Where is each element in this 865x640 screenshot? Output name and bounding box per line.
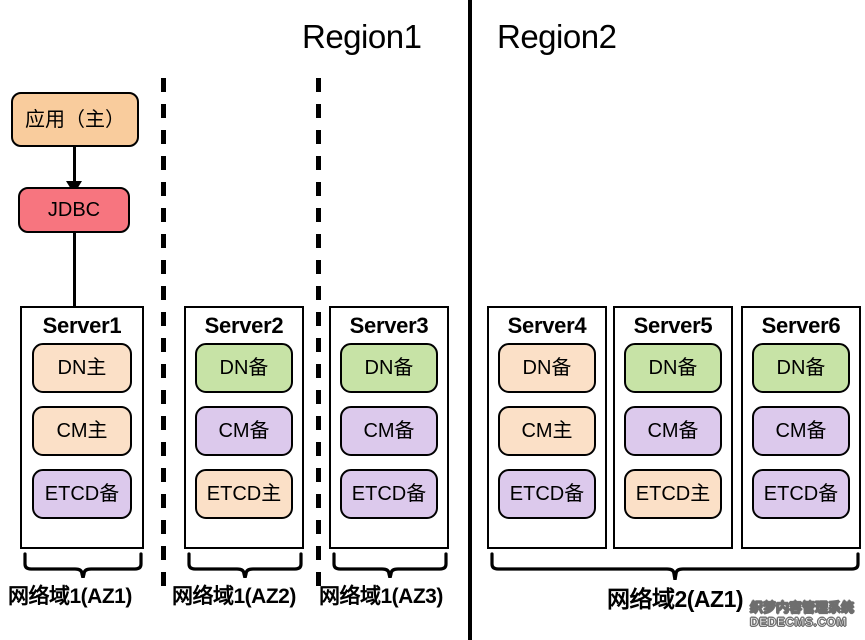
app-node[interactable]: 应用（主）	[11, 92, 139, 147]
component-list: DN备 CM备 ETCD备	[331, 343, 447, 519]
domain-label-az2: 网络域1(AZ2)	[172, 585, 296, 608]
component-cm[interactable]: CM主	[32, 406, 132, 456]
component-etcd[interactable]: ETCD主	[624, 469, 722, 519]
brace-az1	[22, 552, 144, 578]
domain-label-az1: 网络域1(AZ1)	[8, 585, 132, 608]
server-title: Server3	[349, 313, 429, 338]
component-list: DN备 CM备 ETCD主	[186, 343, 302, 519]
component-list: DN备 CM备 ETCD备	[743, 343, 859, 519]
region-title-region1: Region1	[302, 18, 422, 55]
jdbc-to-server1-arrow-line	[73, 233, 76, 341]
component-label: CM主	[56, 420, 108, 442]
region-divider	[468, 0, 472, 640]
component-cm[interactable]: CM主	[498, 406, 596, 456]
server-card-server3[interactable]: Server3 DN备 CM备 ETCD备	[329, 306, 449, 549]
app-node-label: 应用（主）	[25, 108, 125, 131]
component-cm[interactable]: CM备	[624, 406, 722, 456]
component-label: DN备	[648, 357, 698, 379]
component-label: ETCD备	[44, 483, 120, 505]
component-etcd[interactable]: ETCD备	[498, 469, 596, 519]
server-card-server2[interactable]: Server2 DN备 CM备 ETCD主	[184, 306, 304, 549]
component-etcd[interactable]: ETCD备	[340, 469, 438, 519]
server-title: Server6	[761, 313, 841, 338]
brace-region2-az1	[489, 552, 861, 580]
component-label: DN备	[364, 357, 414, 379]
component-label: CM主	[521, 420, 573, 442]
component-label: DN备	[776, 357, 826, 379]
server-title: Server1	[42, 313, 122, 338]
component-dn[interactable]: DN备	[624, 343, 722, 393]
brace-az2	[186, 552, 304, 578]
region-title-region2: Region2	[497, 18, 617, 55]
watermark: 织梦内容管理系统 DEDECMS.COM	[750, 600, 862, 630]
server-card-server5[interactable]: Server5 DN备 CM备 ETCD主	[613, 306, 733, 549]
server-title: Server5	[633, 313, 713, 338]
component-label: DN备	[522, 357, 572, 379]
component-etcd[interactable]: ETCD主	[195, 469, 293, 519]
server-card-server4[interactable]: Server4 DN备 CM主 ETCD备	[487, 306, 607, 549]
component-label: DN备	[219, 357, 269, 379]
component-etcd[interactable]: ETCD备	[752, 469, 850, 519]
component-dn[interactable]: DN备	[498, 343, 596, 393]
brace-az3	[331, 552, 449, 578]
component-list: DN备 CM备 ETCD主	[615, 343, 731, 519]
component-label: CM备	[647, 420, 699, 442]
server-card-server6[interactable]: Server6 DN备 CM备 ETCD备	[741, 306, 861, 549]
component-label: CM备	[775, 420, 827, 442]
component-list: DN备 CM主 ETCD备	[489, 343, 605, 519]
server-title: Server2	[204, 313, 284, 338]
jdbc-node[interactable]: JDBC	[18, 187, 130, 233]
component-label: ETCD主	[635, 483, 711, 505]
component-label: ETCD备	[351, 483, 427, 505]
server-title: Server4	[507, 313, 587, 338]
component-label: ETCD备	[763, 483, 839, 505]
component-list: DN主 CM主 ETCD备	[22, 343, 142, 519]
component-label: DN主	[57, 357, 107, 379]
az-divider-1	[161, 78, 166, 598]
component-dn[interactable]: DN主	[32, 343, 132, 393]
domain-label-az3: 网络域1(AZ3)	[319, 585, 443, 608]
component-label: ETCD备	[509, 483, 585, 505]
component-dn[interactable]: DN备	[340, 343, 438, 393]
component-cm[interactable]: CM备	[752, 406, 850, 456]
az-divider-2	[316, 78, 321, 598]
watermark-line-1: 织梦内容管理系统	[750, 600, 855, 616]
app-to-jdbc-arrow-line	[73, 147, 76, 188]
component-cm[interactable]: CM备	[195, 406, 293, 456]
watermark-line-2: DEDECMS.COM	[750, 614, 847, 629]
component-dn[interactable]: DN备	[195, 343, 293, 393]
component-cm[interactable]: CM备	[340, 406, 438, 456]
server-card-server1[interactable]: Server1 DN主 CM主 ETCD备	[20, 306, 144, 549]
component-dn[interactable]: DN备	[752, 343, 850, 393]
domain-label-region2-az1: 网络域2(AZ1)	[606, 586, 744, 612]
component-label: ETCD主	[206, 483, 282, 505]
component-label: CM备	[218, 420, 270, 442]
component-label: CM备	[363, 420, 415, 442]
jdbc-node-label: JDBC	[47, 199, 101, 221]
component-etcd[interactable]: ETCD备	[32, 469, 132, 519]
